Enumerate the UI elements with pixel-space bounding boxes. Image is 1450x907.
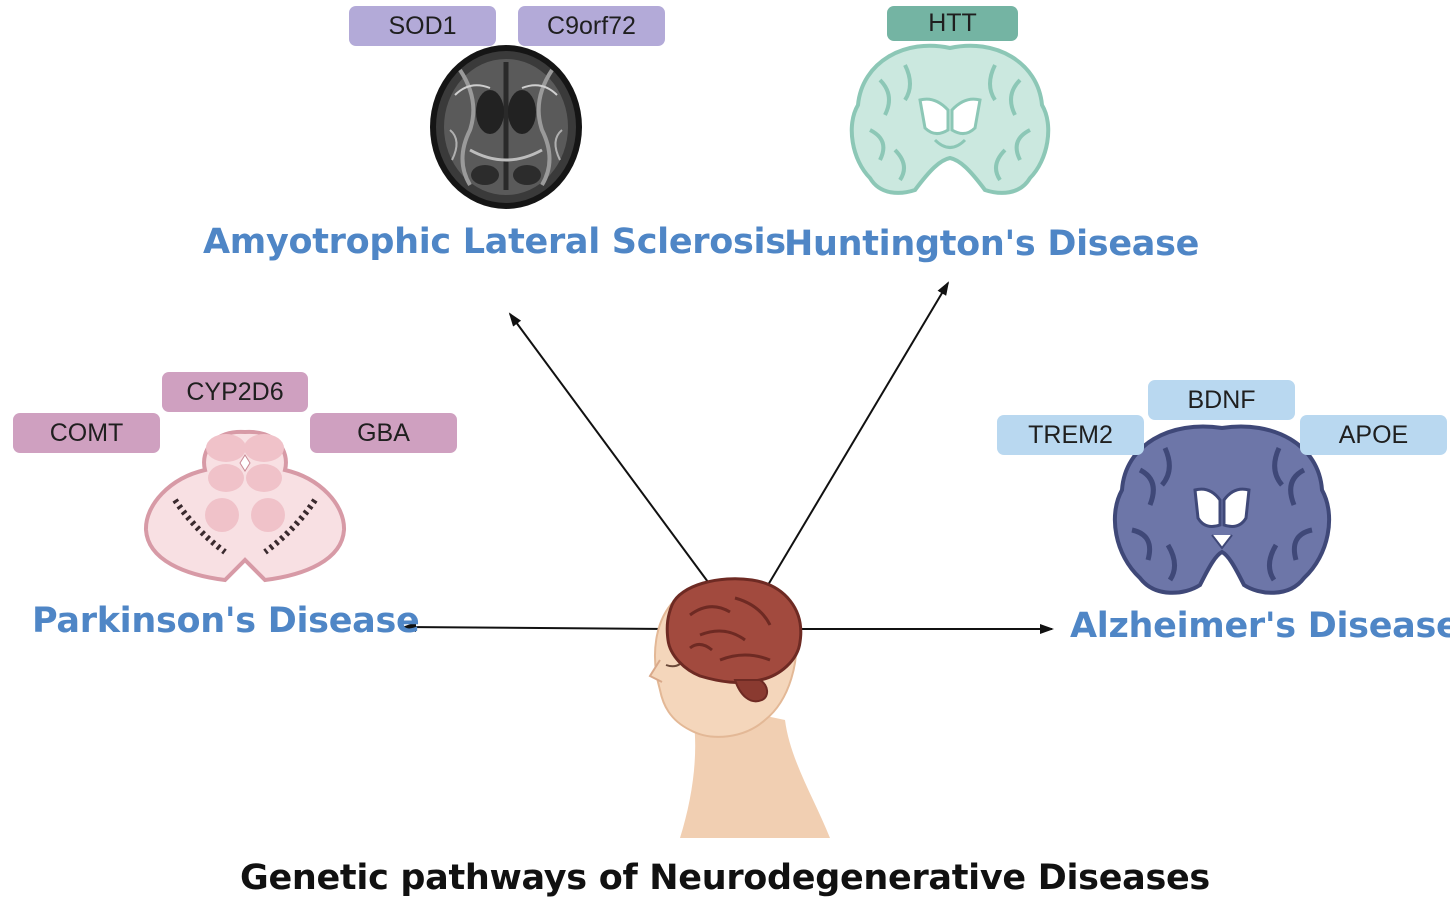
arrow-to-als xyxy=(508,312,709,583)
coronal-brain-section-icon xyxy=(849,43,1051,195)
gene-badge-c9orf72: C9orf72 xyxy=(518,6,665,46)
arrow-to-pd xyxy=(402,622,669,633)
diagram-caption: Genetic pathways of Neurodegenerative Di… xyxy=(240,858,1210,898)
disease-label-ad: Alzheimer's Disease xyxy=(1070,606,1450,646)
atrophied-brain-section-icon xyxy=(1112,424,1332,595)
gene-badge-sod1: SOD1 xyxy=(349,6,496,46)
mri-brain-scan-icon xyxy=(430,45,582,209)
gene-badge-comt: COMT xyxy=(13,413,160,453)
disease-label-als: Amyotrophic Lateral Sclerosis xyxy=(203,222,786,262)
disease-label-pd: Parkinson's Disease xyxy=(32,601,420,641)
human-head-brain-icon xyxy=(648,577,830,838)
arrow-to-hd xyxy=(767,281,950,586)
gene-badge-cyp2d6: CYP2D6 xyxy=(162,372,308,412)
gene-badge-gba: GBA xyxy=(310,413,457,453)
gene-badge-htt: HTT xyxy=(887,6,1018,41)
arrows xyxy=(402,281,1054,634)
midbrain-section-icon xyxy=(143,429,347,583)
gene-badge-apoe: APOE xyxy=(1300,415,1447,455)
gene-badge-trem2: TREM2 xyxy=(997,415,1144,455)
disease-label-hd: Huntington's Disease xyxy=(784,224,1200,264)
gene-badge-bdnf: BDNF xyxy=(1148,380,1295,420)
